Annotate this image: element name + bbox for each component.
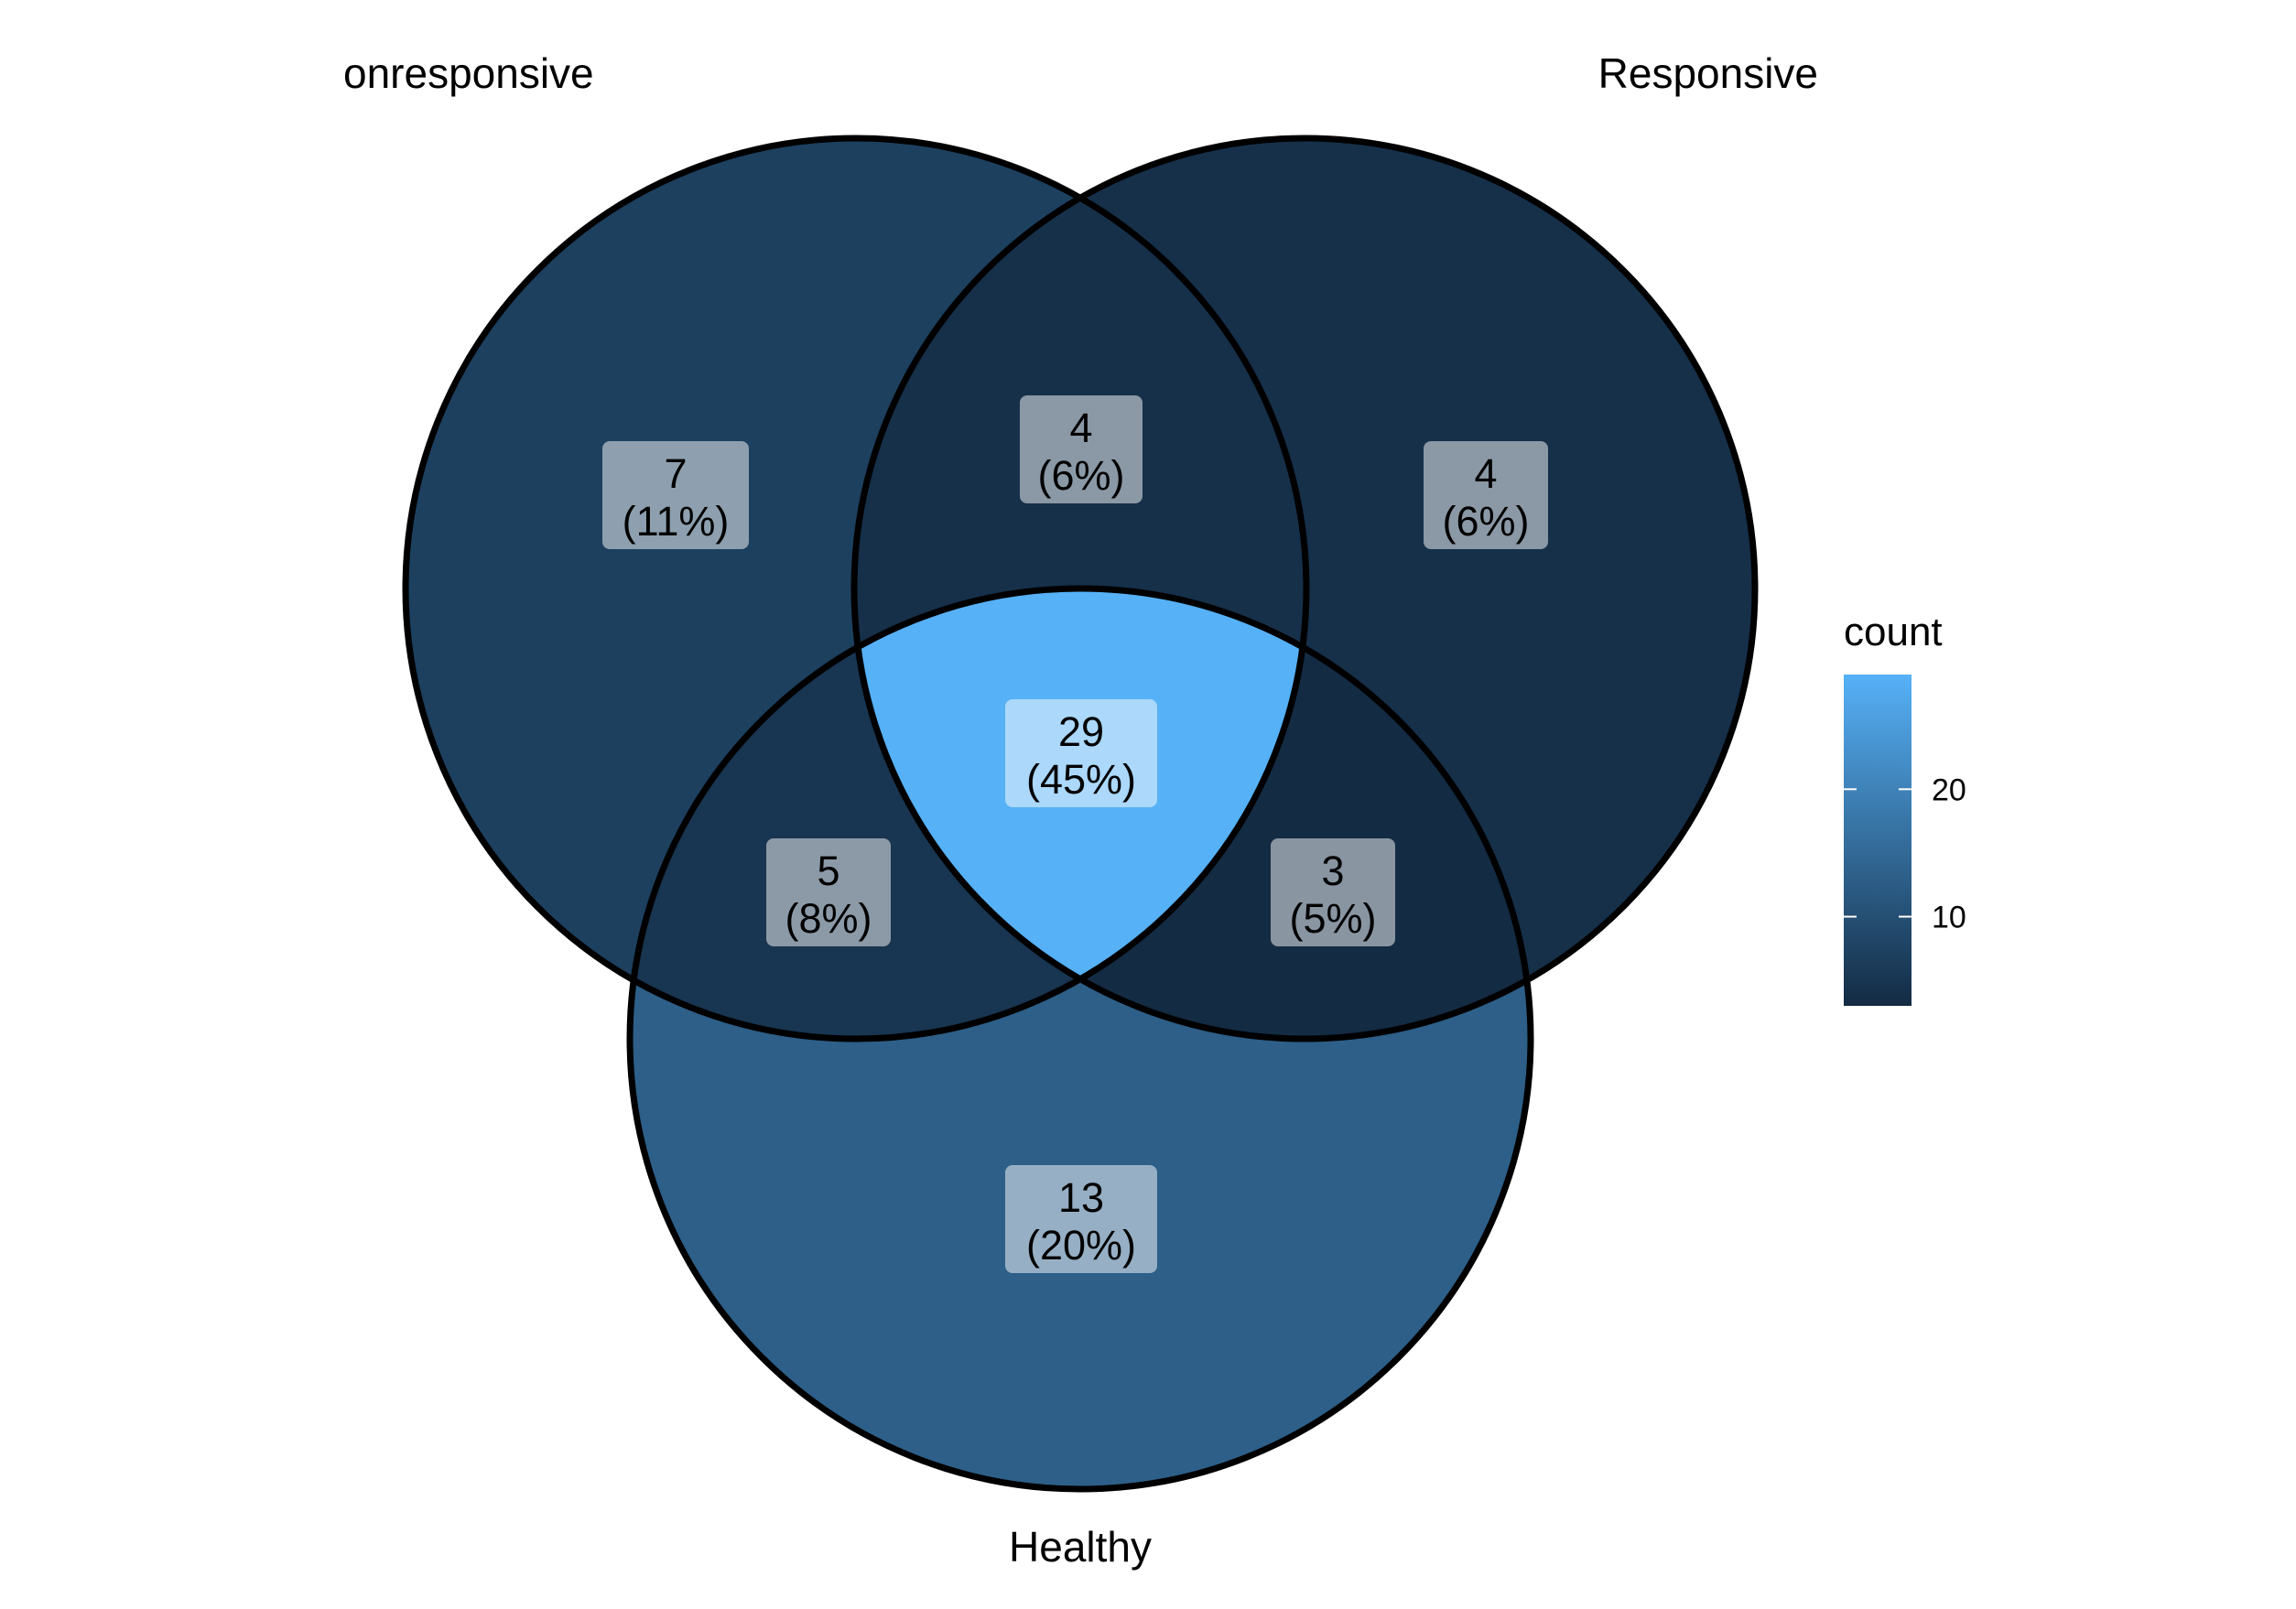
legend-tick-label: 10 [1932, 901, 1966, 935]
set-label-nonresponsive: onresponsive [343, 49, 594, 97]
set-circle-nonresponsive [402, 135, 1310, 1042]
percent-label: (6%) [1037, 452, 1124, 499]
set-circle-healthy [626, 585, 1534, 1493]
count-label: 5 [817, 848, 839, 894]
percent-label: (8%) [785, 895, 872, 942]
percent-label: (45%) [1026, 756, 1136, 803]
count-label: 3 [1321, 848, 1344, 894]
count-label: 13 [1058, 1174, 1104, 1221]
count-label: 29 [1058, 708, 1104, 755]
set-circle-responsive [850, 135, 1759, 1042]
count-label: 4 [1069, 405, 1092, 451]
percent-label: (11%) [623, 498, 730, 545]
region-label-nonresponsive-healthy: 5 (8%) [766, 838, 891, 946]
region-label-responsive-only: 4 (6%) [1424, 441, 1548, 549]
percent-label: (6%) [1442, 498, 1529, 545]
count-label: 7 [664, 450, 687, 497]
set-label-healthy: Healthy [1009, 1523, 1152, 1571]
legend-colorbar [1844, 675, 1912, 1006]
legend-ticks: 10 20 [1844, 772, 1966, 935]
legend-tick-label: 20 [1932, 772, 1966, 807]
region-label-nonresponsive-only: 7 (11%) [602, 441, 749, 549]
region-label-all-three: 29 (45%) [1005, 699, 1157, 807]
color-legend: count 10 20 [1844, 610, 1966, 1006]
region-label-nonresponsive-responsive: 4 (6%) [1020, 395, 1143, 503]
legend-title: count [1844, 610, 1943, 654]
percent-label: (5%) [1289, 895, 1376, 942]
count-label: 4 [1474, 450, 1497, 497]
set-label-responsive: Responsive [1598, 49, 1818, 97]
region-fills [406, 138, 1755, 1489]
region-label-healthy-only: 13 (20%) [1005, 1165, 1157, 1273]
percent-label: (20%) [1026, 1222, 1136, 1269]
region-label-responsive-healthy: 3 (5%) [1271, 838, 1395, 946]
set-outlines [402, 135, 1759, 1493]
